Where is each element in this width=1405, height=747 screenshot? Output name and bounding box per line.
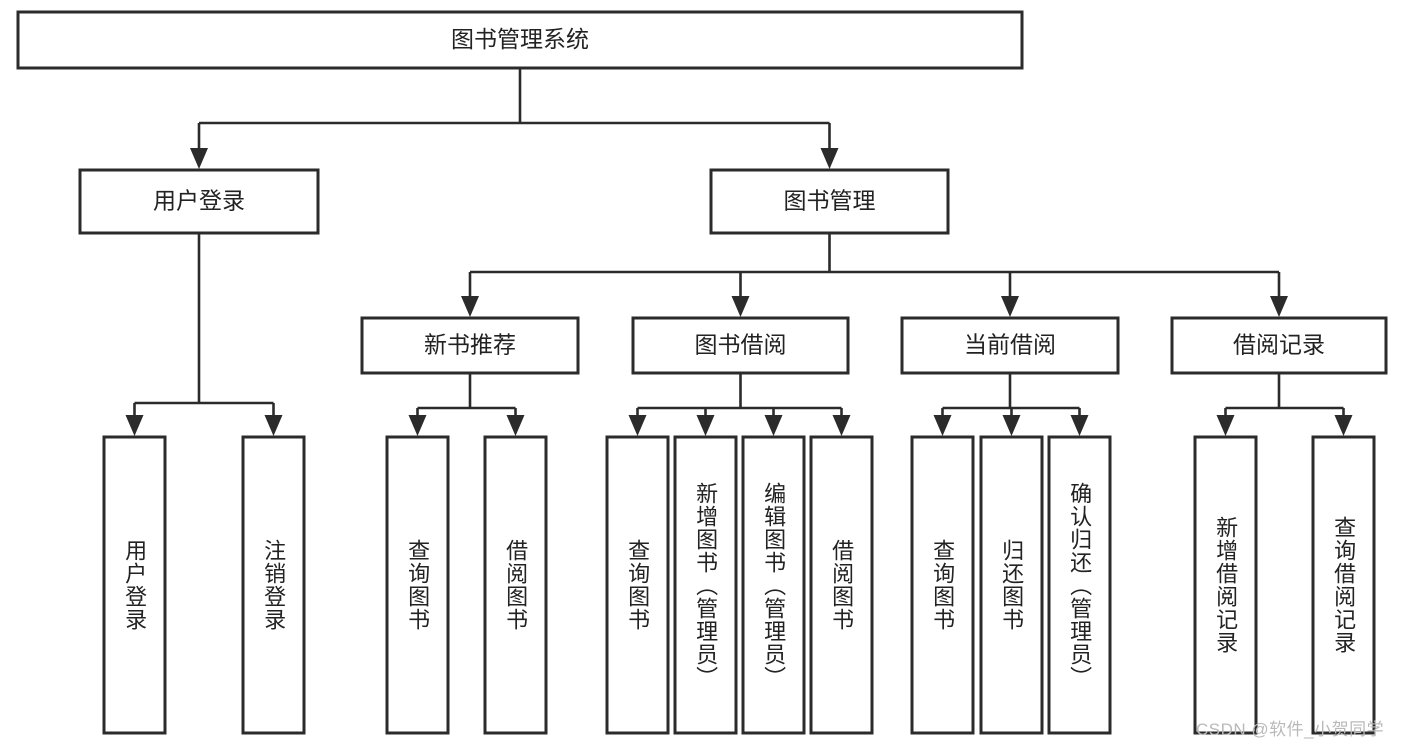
arrow-head-icon-book-borrow-0 <box>628 415 647 436</box>
node-box-leaf-query-book-current[interactable] <box>910 435 975 735</box>
node-label-user-login: 用户登录 <box>153 188 245 214</box>
arrow-head-icon-book-borrow-3 <box>832 415 851 436</box>
node-label-current-borrow: 当前借阅 <box>964 332 1056 358</box>
node-box-root[interactable] <box>16 10 1024 70</box>
node-label-book-management: 图书管理 <box>784 188 876 214</box>
node-label-book-borrow: 图书借阅 <box>695 332 787 358</box>
node-box-leaf-user-logout[interactable] <box>241 435 306 735</box>
node-box-leaf-add-book[interactable] <box>673 435 738 735</box>
node-box-leaf-query-book-recommend[interactable] <box>385 435 450 735</box>
node-box-leaf-query-borrow-record[interactable] <box>1311 435 1376 735</box>
arrow-head-icon-book-management-0 <box>461 296 479 317</box>
arrow-head-icon-new-book-recommend-0 <box>408 415 427 436</box>
node-box-leaf-edit-book[interactable] <box>741 435 806 735</box>
node-box-leaf-confirm-return[interactable] <box>1047 435 1112 735</box>
node-label-new-book-recommend: 新书推荐 <box>424 332 516 358</box>
connectors-layer <box>125 68 1353 436</box>
arrow-head-icon-current-borrow-2 <box>1070 415 1089 436</box>
arrow-head-icon-user-login-1 <box>264 415 283 436</box>
arrow-head-icon-current-borrow-1 <box>1002 415 1021 436</box>
arrow-head-icon-book-management-1 <box>731 296 750 317</box>
arrow-head-icon-root-0 <box>190 148 208 169</box>
node-box-leaf-return-book[interactable] <box>979 435 1044 735</box>
node-label-borrow-record: 借阅记录 <box>1233 332 1325 358</box>
node-box-book-management[interactable] <box>709 168 950 235</box>
arrow-head-icon-root-1 <box>820 148 839 169</box>
node-box-current-borrow[interactable] <box>900 316 1120 375</box>
arrow-head-icon-book-management-2 <box>1001 296 1019 317</box>
node-box-leaf-borrow-book-recommend[interactable] <box>483 435 548 735</box>
arrow-head-icon-user-login-0 <box>125 415 144 436</box>
node-box-borrow-record[interactable] <box>1170 316 1388 375</box>
arrow-head-icon-borrow-record-1 <box>1334 415 1353 436</box>
node-box-user-login[interactable] <box>78 168 320 235</box>
node-box-leaf-borrow-book[interactable] <box>809 435 874 735</box>
csdn-watermark: CSDN @软件_小贺同学 <box>1196 720 1385 739</box>
arrow-head-icon-borrow-record-0 <box>1216 415 1235 436</box>
arrow-head-icon-book-borrow-1 <box>696 415 715 436</box>
node-box-leaf-add-borrow-record[interactable] <box>1193 435 1258 735</box>
node-box-leaf-query-book-borrow[interactable] <box>605 435 670 735</box>
arrow-head-icon-book-borrow-2 <box>764 415 783 436</box>
node-box-new-book-recommend[interactable] <box>360 316 580 375</box>
arrow-head-icon-new-book-recommend-1 <box>506 415 525 436</box>
arrow-head-icon-book-management-3 <box>1270 296 1288 317</box>
node-box-book-borrow[interactable] <box>631 316 850 375</box>
node-label-root: 图书管理系统 <box>451 26 589 52</box>
boxes-layer <box>16 10 1388 735</box>
arrow-head-icon-current-borrow-0 <box>933 415 952 436</box>
node-box-leaf-user-login[interactable] <box>102 435 167 735</box>
